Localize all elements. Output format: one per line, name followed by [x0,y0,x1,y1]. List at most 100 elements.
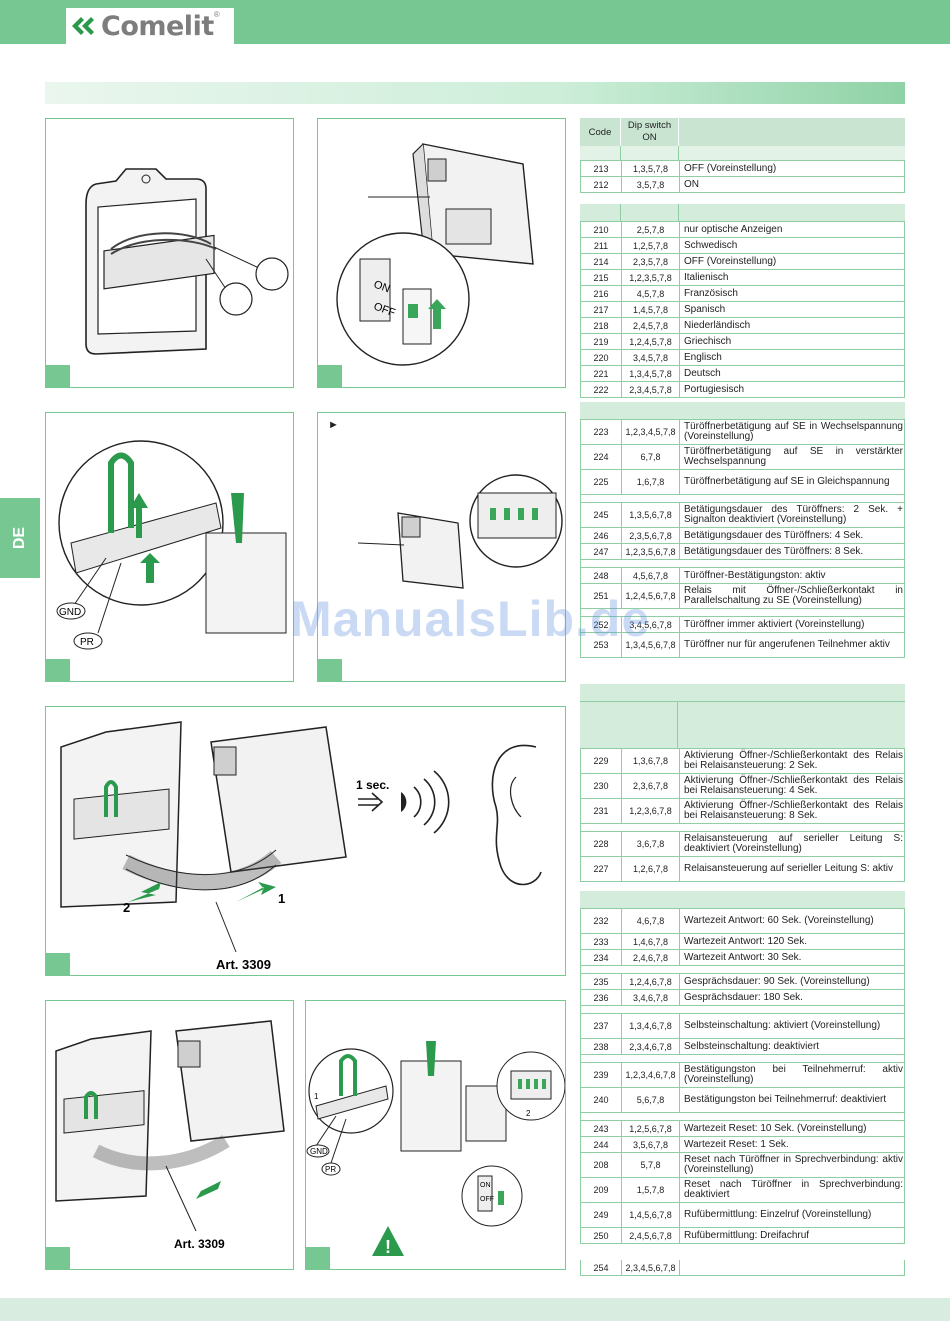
code-cell: 232 [580,909,622,933]
code-cell: 233 [580,934,622,949]
function-cell: Bestätigungston bei Teilnehmerruf: aktiv… [680,1063,905,1087]
dip-cell: 1,2,4,5,7,8 [622,334,680,349]
code-cell: 221 [580,366,622,381]
figure-3-panel: GND PR [45,412,294,682]
section-title-row [580,146,905,161]
function-cell: Wartezeit Antwort: 60 Sek. (Voreinstellu… [680,909,905,933]
dip-cell: 2,4,5,7,8 [622,318,680,333]
dip-cell: 3,5,6,7,8 [622,1137,680,1152]
dip-cell: 2,3,4,5,6,7,8 [622,1260,680,1275]
function-cell: Betätigungsdauer des Türöffners: 8 Sek. [680,544,905,559]
dip-cell: 3,5,7,8 [622,177,680,192]
code-cell: 237 [580,1014,622,1038]
dip-cell: 1,3,5,7,8 [622,161,680,176]
function-cell: Reset nach Türöffner in Sprechverbindung… [680,1178,905,1202]
code-cell: 219 [580,334,622,349]
function-cell: Gesprächsdauer: 180 Sek. [680,990,905,1005]
function-cell: Wartezeit Reset: 10 Sek. (Voreinstellung… [680,1121,905,1136]
function-cell: Türöffnerbetätigung auf SE in verstärkte… [680,445,905,469]
table-spacer-row [580,495,905,503]
code-cell: 227 [580,857,622,881]
function-cell: Portugiesisch [680,382,905,397]
function-cell: Englisch [680,350,905,365]
language-tab-label: DE [10,526,28,550]
code-cell: 240 [580,1088,622,1112]
dip-cell: 2,3,5,7,8 [622,254,680,269]
gnd-label: GND [59,607,81,618]
dip-cell: 1,2,5,7,8 [622,238,680,253]
dip-cell: 2,5,7,8 [622,222,680,237]
dip-cell: 1,2,3,5,6,7,8 [622,544,680,559]
figure-4-drawing [357,474,563,589]
code-cell: 218 [580,318,622,333]
dip-cell: 1,4,6,7,8 [622,934,680,949]
function-cell: Rufübermittlung: Dreifachruf [680,1228,905,1243]
code-cell: 254 [580,1260,622,1275]
dip-cell: 1,3,5,6,7,8 [622,503,680,527]
code-cell: 217 [580,302,622,317]
code-cell: 252 [580,617,622,632]
switch-on-label-2: ON [480,1182,491,1189]
pr-label-2: PR [325,1165,336,1174]
function-cell: Relaisansteuerung auf serieller Leitung … [680,832,905,856]
dip-cell: 1,2,4,5,6,7,8 [622,584,680,608]
switch-on-label: ON [372,279,392,296]
function-cell [680,1260,905,1275]
dip-cell: 1,4,5,7,8 [622,302,680,317]
code-cell: 214 [580,254,622,269]
header-code: Code [580,118,621,146]
function-cell: Türöffner nur für angerufenen Teilnehmer… [680,633,905,657]
code-cell: 246 [580,528,622,543]
code-cell: 211 [580,238,622,253]
dip-cell: 1,3,4,5,7,8 [622,366,680,381]
figure-6-drawing: Art. 3309 [55,1020,285,1251]
dip-cell: 1,3,4,6,7,8 [622,1014,680,1038]
dip-cell: 2,4,6,7,8 [622,950,680,965]
bullet-marker: ► [328,419,339,431]
code-cell: 236 [580,990,622,1005]
function-cell: Gesprächsdauer: 90 Sek. (Voreinstellung) [680,974,905,989]
dip-cell: 6,7,8 [622,445,680,469]
figure-2-drawing: ON OFF [336,143,534,366]
figure-5-drawing: 1 sec. 1 2 Art. 3309 [60,721,542,972]
dip-cell: 4,6,7,8 [622,909,680,933]
function-cell: Aktivierung Öffner-/Schließerkontakt des… [680,799,905,823]
table-spacer-row [580,1113,905,1121]
function-cell: Türöffner-Bestätigungston: aktiv [680,568,905,583]
dip-cell: 2,4,5,6,7,8 [622,1228,680,1243]
function-cell: ON [680,177,905,192]
dip-cell: 1,3,4,5,6,7,8 [622,633,680,657]
figure-1-number-tab [46,365,70,387]
header-function [679,118,905,146]
art-label: Art. 3309 [216,957,271,972]
function-cell: Betätigungsdauer des Türöffners: 4 Sek. [680,528,905,543]
figure-3-drawing: GND PR [56,440,287,650]
figure-7-number-tab [306,1247,330,1269]
dip-cell: 1,2,6,7,8 [622,857,680,881]
